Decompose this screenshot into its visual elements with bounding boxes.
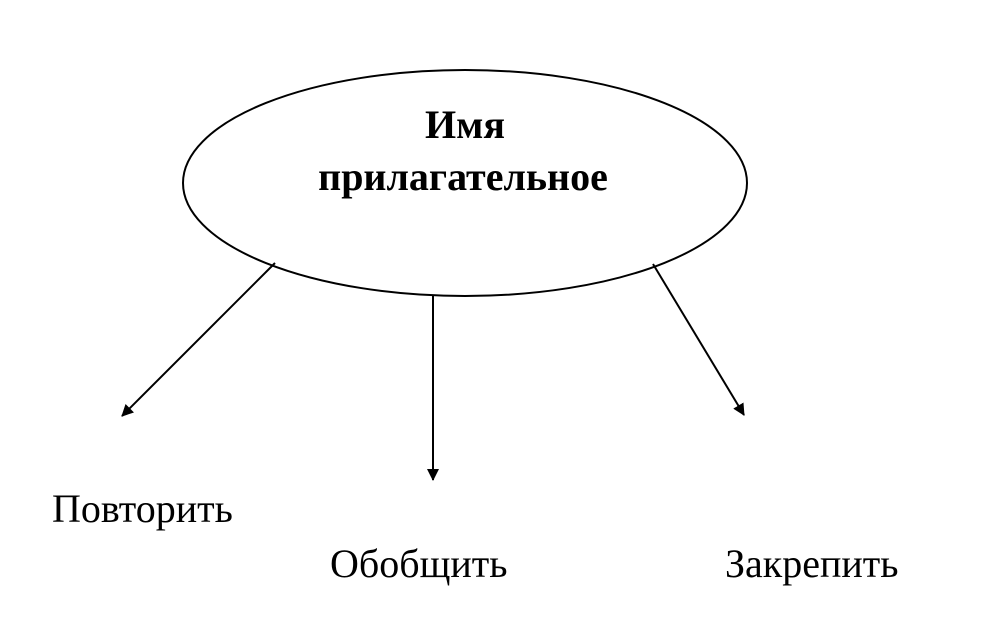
branch-label-obobshchit: Обобщить bbox=[330, 541, 508, 586]
branch-label-povtorit: Повторить bbox=[52, 486, 233, 531]
center-ellipse bbox=[182, 69, 748, 297]
center-node: Имя прилагательное bbox=[182, 69, 748, 297]
arrow-to-zakrepit bbox=[652, 263, 745, 416]
branch-label-zakrepit: Закрепить bbox=[725, 541, 899, 586]
center-title-line2: прилагательное bbox=[318, 154, 608, 199]
center-title-line1: Имя bbox=[425, 102, 505, 147]
arrow-to-povtorit bbox=[121, 262, 276, 417]
